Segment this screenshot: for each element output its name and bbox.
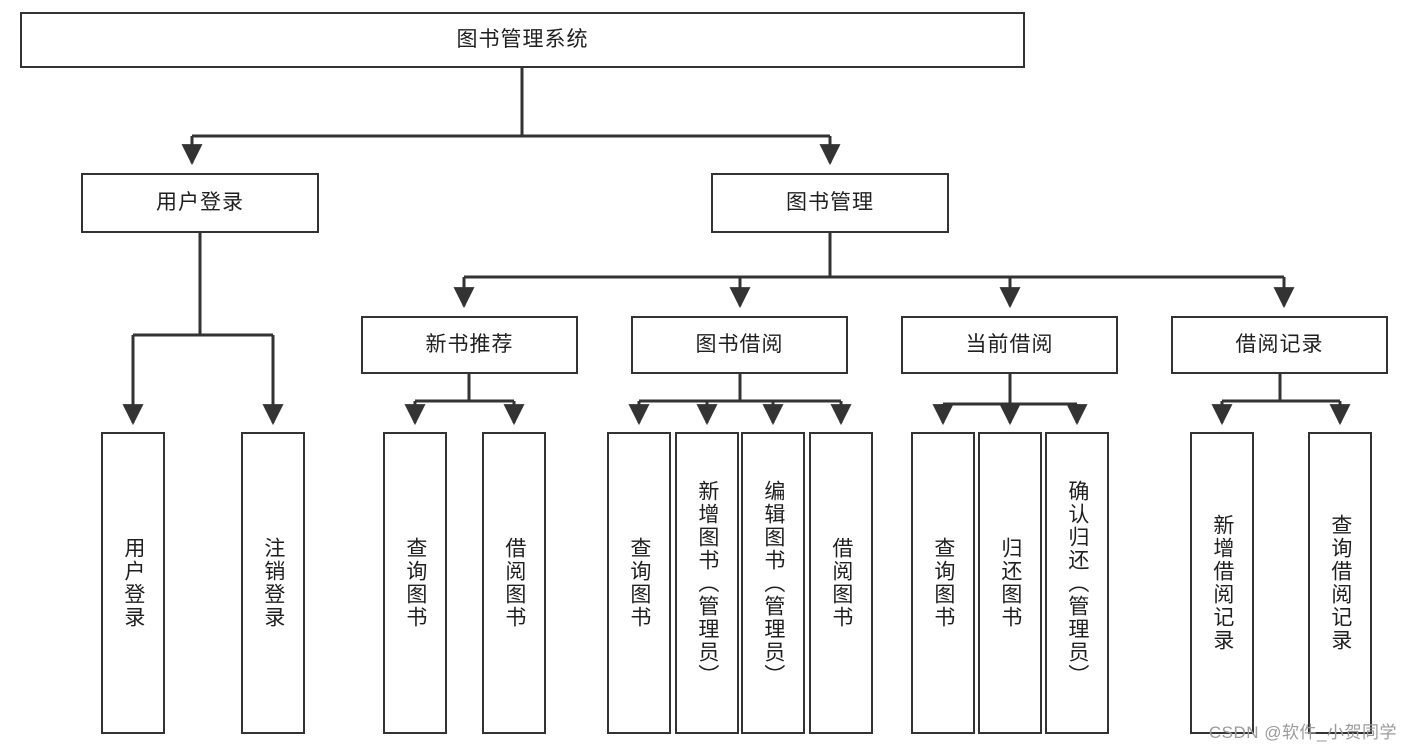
node-root[interactable]: 图书管理系统: [20, 12, 1025, 68]
node-book-manage[interactable]: 图书管理: [711, 173, 949, 233]
node-leaf-add-book[interactable]: 新增图书（管理员）: [675, 432, 739, 734]
node-current-borrow-label: 当前借阅: [965, 332, 1054, 356]
node-borrow-record-label: 借阅记录: [1235, 332, 1324, 356]
node-leaf-return-book-label: 归还图书: [998, 537, 1022, 629]
node-leaf-logout[interactable]: 注销登录: [241, 432, 305, 734]
node-leaf-query-book-1[interactable]: 查询图书: [383, 432, 447, 734]
node-leaf-add-book-label: 新增图书（管理员）: [695, 479, 719, 687]
node-borrow-record[interactable]: 借阅记录: [1171, 316, 1388, 374]
node-leaf-return-book[interactable]: 归还图书: [978, 432, 1042, 734]
node-leaf-add-record[interactable]: 新增借阅记录: [1190, 432, 1254, 734]
node-current-borrow[interactable]: 当前借阅: [901, 316, 1118, 374]
node-leaf-logout-label: 注销登录: [261, 537, 285, 629]
node-book-borrow[interactable]: 图书借阅: [631, 316, 848, 374]
node-book-manage-label: 图书管理: [786, 190, 874, 214]
node-leaf-query-book-2-label: 查询图书: [627, 537, 651, 629]
node-leaf-query-book-2[interactable]: 查询图书: [607, 432, 671, 734]
node-leaf-add-record-label: 新增借阅记录: [1210, 514, 1234, 652]
node-user-login[interactable]: 用户登录: [81, 173, 319, 233]
node-leaf-borrow-book-1-label: 借阅图书: [502, 537, 526, 629]
node-leaf-user-login-label: 用户登录: [121, 537, 145, 629]
node-leaf-query-record[interactable]: 查询借阅记录: [1308, 432, 1372, 734]
csdn-watermark: CSDN @软件_小贺同学: [1208, 723, 1397, 742]
node-leaf-query-book-3-label: 查询图书: [931, 537, 955, 629]
node-new-book-recommend-label: 新书推荐: [425, 332, 514, 356]
node-leaf-user-login[interactable]: 用户登录: [101, 432, 165, 734]
node-leaf-edit-book-label: 编辑图书（管理员）: [761, 479, 785, 687]
node-leaf-query-book-3[interactable]: 查询图书: [911, 432, 975, 734]
node-book-borrow-label: 图书借阅: [695, 332, 784, 356]
node-leaf-confirm-return-label: 确认归还（管理员）: [1065, 479, 1089, 687]
node-leaf-borrow-book-1[interactable]: 借阅图书: [482, 432, 546, 734]
node-leaf-query-book-1-label: 查询图书: [403, 537, 427, 629]
node-leaf-edit-book[interactable]: 编辑图书（管理员）: [741, 432, 805, 734]
node-leaf-borrow-book-2-label: 借阅图书: [829, 537, 853, 629]
node-new-book-recommend[interactable]: 新书推荐: [361, 316, 578, 374]
node-leaf-confirm-return[interactable]: 确认归还（管理员）: [1045, 432, 1109, 734]
node-root-label: 图书管理系统: [456, 27, 589, 51]
node-leaf-borrow-book-2[interactable]: 借阅图书: [809, 432, 873, 734]
node-user-login-label: 用户登录: [156, 190, 244, 214]
node-leaf-query-record-label: 查询借阅记录: [1328, 514, 1352, 652]
